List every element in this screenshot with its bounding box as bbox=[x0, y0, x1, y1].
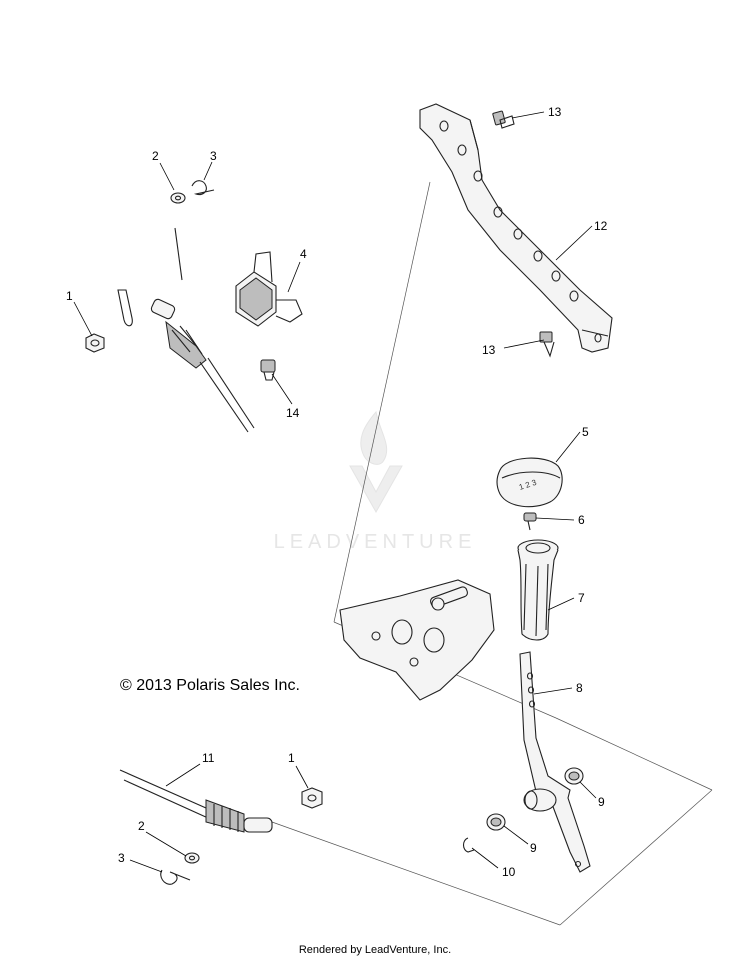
mounting-bracket bbox=[339, 579, 495, 701]
callout-8: 8 bbox=[576, 681, 583, 695]
footer-credit: Rendered by LeadVenture, Inc. bbox=[299, 944, 451, 956]
callout-7: 7 bbox=[578, 591, 585, 605]
callout-9-lower: 9 bbox=[530, 841, 537, 855]
callout-10: 10 bbox=[502, 865, 516, 879]
guide-lines bbox=[271, 181, 713, 926]
switch-bracket-part-4 bbox=[235, 251, 303, 327]
washer-part-2-top bbox=[170, 192, 186, 204]
shift-lever-part-8 bbox=[519, 651, 591, 873]
clip-part-3-bottom bbox=[160, 869, 191, 885]
watermark-brand: LEADVENTURE bbox=[274, 531, 477, 553]
callout-1-top: 1 bbox=[66, 289, 73, 303]
callout-3-bottom: 3 bbox=[118, 851, 125, 865]
callouts: 1 2 3 4 5 6 7 8 9 9 10 11 12 13 13 14 1 … bbox=[66, 105, 608, 879]
shift-cable-lower bbox=[119, 769, 273, 833]
copyright-text: © 2013 Polaris Sales Inc. bbox=[120, 677, 300, 694]
leadventure-watermark: LEADVENTURE bbox=[274, 410, 477, 553]
washer-part-2-bottom bbox=[184, 852, 200, 864]
bolt-part-13-bottom bbox=[539, 331, 555, 358]
callout-2-bottom: 2 bbox=[138, 819, 145, 833]
callout-3-top: 3 bbox=[210, 149, 217, 163]
clip-part-3-top bbox=[191, 180, 215, 196]
flame-logo-icon bbox=[360, 410, 388, 465]
bushing-part-9-right bbox=[564, 767, 584, 785]
bolt-part-13-top bbox=[492, 110, 515, 129]
callout-4: 4 bbox=[300, 247, 307, 261]
callout-13-top: 13 bbox=[548, 105, 562, 119]
callout-13-bottom: 13 bbox=[482, 343, 496, 357]
bushing-part-9-lower bbox=[486, 813, 506, 831]
shift-knob-part-5: 1 2 3 bbox=[496, 457, 563, 508]
leader-lines bbox=[73, 111, 597, 873]
eclip-part-10 bbox=[462, 837, 475, 853]
shift-cable-upper bbox=[117, 289, 255, 433]
callout-1-bottom: 1 bbox=[288, 751, 295, 765]
shift-boot-part-7 bbox=[517, 539, 559, 641]
callout-6: 6 bbox=[578, 513, 585, 527]
callout-9-right: 9 bbox=[598, 795, 605, 809]
nut-part-1-bottom bbox=[301, 787, 323, 809]
screw-part-6 bbox=[523, 512, 537, 531]
callout-12: 12 bbox=[594, 219, 608, 233]
callout-11: 11 bbox=[202, 751, 215, 765]
bolt-part-14 bbox=[260, 359, 276, 381]
callout-5: 5 bbox=[582, 425, 589, 439]
callout-2-top: 2 bbox=[152, 149, 159, 163]
bracket-part-12 bbox=[419, 103, 613, 353]
v-logo-icon bbox=[349, 465, 403, 514]
pin-line bbox=[174, 227, 183, 281]
nut-part-1-top bbox=[85, 333, 105, 353]
callout-14: 14 bbox=[286, 406, 300, 420]
